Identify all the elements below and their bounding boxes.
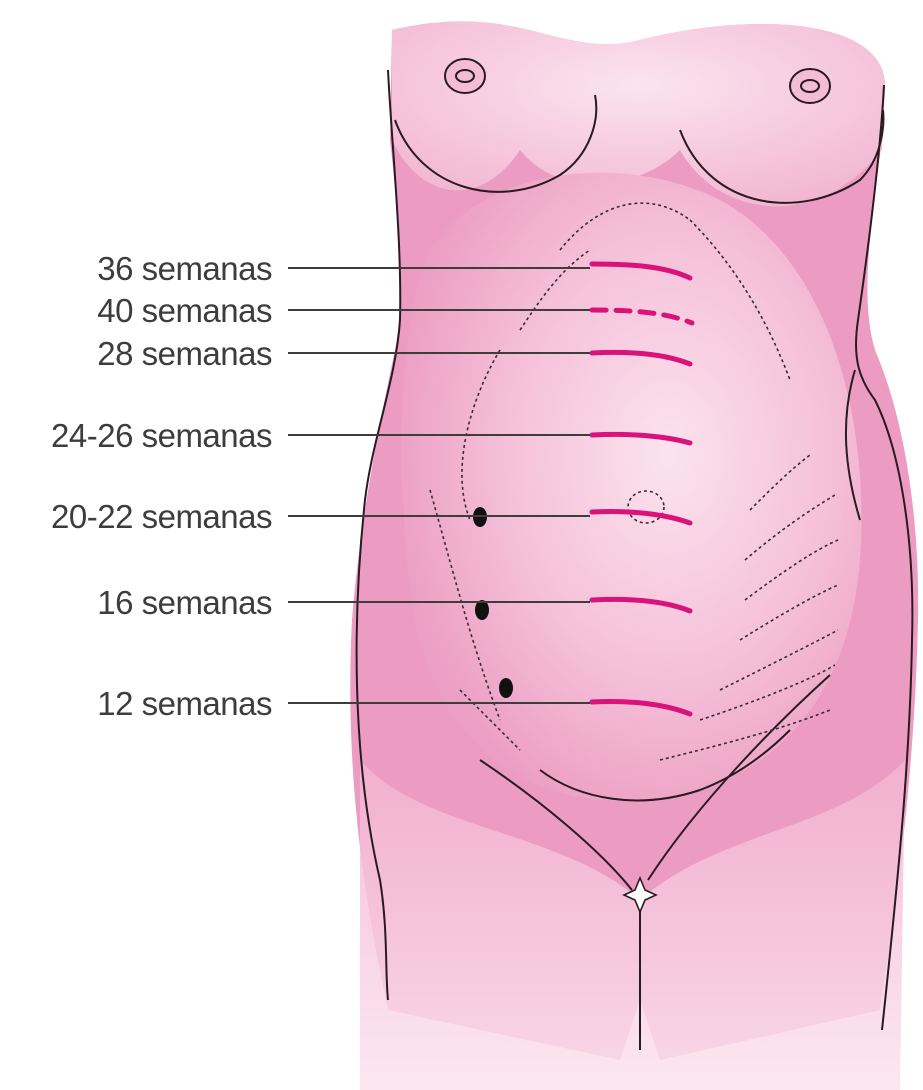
label-12-weeks: 12 semanas [97, 685, 272, 722]
week-labels: 36 semanas 40 semanas 28 semanas 24-26 s… [51, 250, 272, 722]
label-36-weeks: 36 semanas [97, 250, 272, 287]
label-20-22-weeks: 20-22 semanas [51, 498, 272, 535]
torso [350, 21, 918, 1090]
label-24-26-weeks: 24-26 semanas [51, 417, 272, 454]
right-nipple-inner [801, 80, 819, 92]
label-16-weeks: 16 semanas [97, 584, 272, 621]
left-nipple-inner [456, 70, 474, 82]
label-28-weeks: 28 semanas [97, 335, 272, 372]
dot-12 [499, 678, 513, 698]
label-40-weeks: 40 semanas [97, 292, 272, 329]
